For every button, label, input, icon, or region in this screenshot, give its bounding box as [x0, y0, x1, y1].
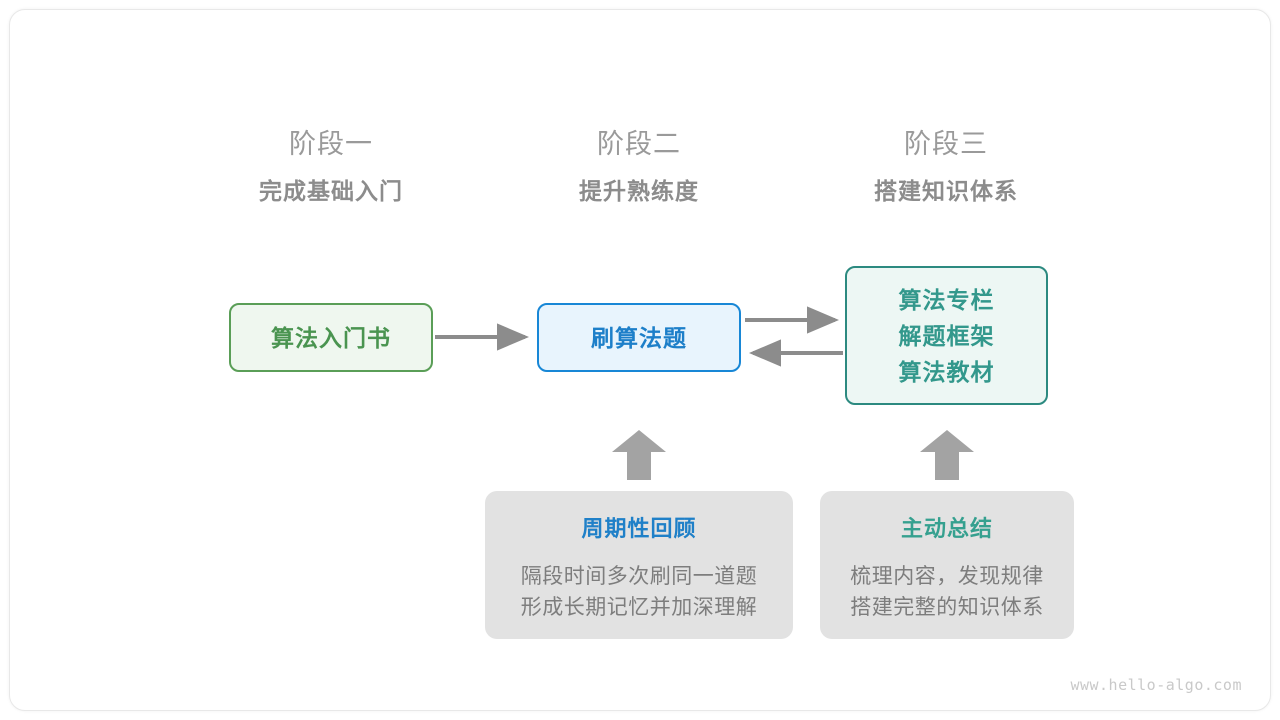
tip-card-body-line: 搭建完整的知识体系	[850, 596, 1044, 619]
flow-box-knowledge-resources[interactable]: 算法专栏 解题框架 算法教材	[845, 266, 1048, 405]
stage-number: 阶段一	[289, 129, 373, 159]
flow-box-line: 算法入门书	[271, 324, 391, 351]
tip-card-title: 周期性回顾	[581, 516, 697, 541]
flow-box-line: 解题框架	[898, 322, 995, 349]
flow-box-line: 算法教材	[898, 358, 995, 385]
tip-card-active-summary[interactable]: 主动总结 梳理内容，发现规律 搭建完整的知识体系	[820, 491, 1074, 639]
stage-header-1: 阶段一 完成基础入门	[211, 127, 451, 207]
stage-header-3: 阶段三 搭建知识体系	[826, 127, 1066, 207]
stage-number: 阶段三	[904, 129, 988, 159]
stage-header-2: 阶段二 提升熟练度	[519, 127, 759, 207]
tip-card-periodic-review[interactable]: 周期性回顾 隔段时间多次刷同一道题 形成长期记忆并加深理解	[485, 491, 793, 639]
tip-card-body-line: 形成长期记忆并加深理解	[520, 596, 758, 619]
stage-number: 阶段二	[597, 129, 681, 159]
tip-card-body-line: 梳理内容，发现规律	[850, 565, 1044, 588]
watermark: www.hello-algo.com	[1070, 676, 1242, 694]
flow-box-line: 刷算法题	[591, 324, 687, 351]
tip-card-title: 主动总结	[900, 516, 993, 541]
tip-card-body: 梳理内容，发现规律 搭建完整的知识体系	[850, 561, 1044, 623]
stage-title: 搭建知识体系	[874, 178, 1018, 204]
flow-box-practice-problems[interactable]: 刷算法题	[537, 303, 741, 372]
flow-box-intro-book[interactable]: 算法入门书	[229, 303, 433, 372]
flow-box-line: 算法专栏	[898, 286, 995, 313]
stage-title: 完成基础入门	[259, 178, 403, 204]
tip-card-body: 隔段时间多次刷同一道题 形成长期记忆并加深理解	[521, 561, 758, 623]
stage-title: 提升熟练度	[579, 178, 699, 204]
tip-card-body-line: 隔段时间多次刷同一道题	[520, 565, 758, 588]
